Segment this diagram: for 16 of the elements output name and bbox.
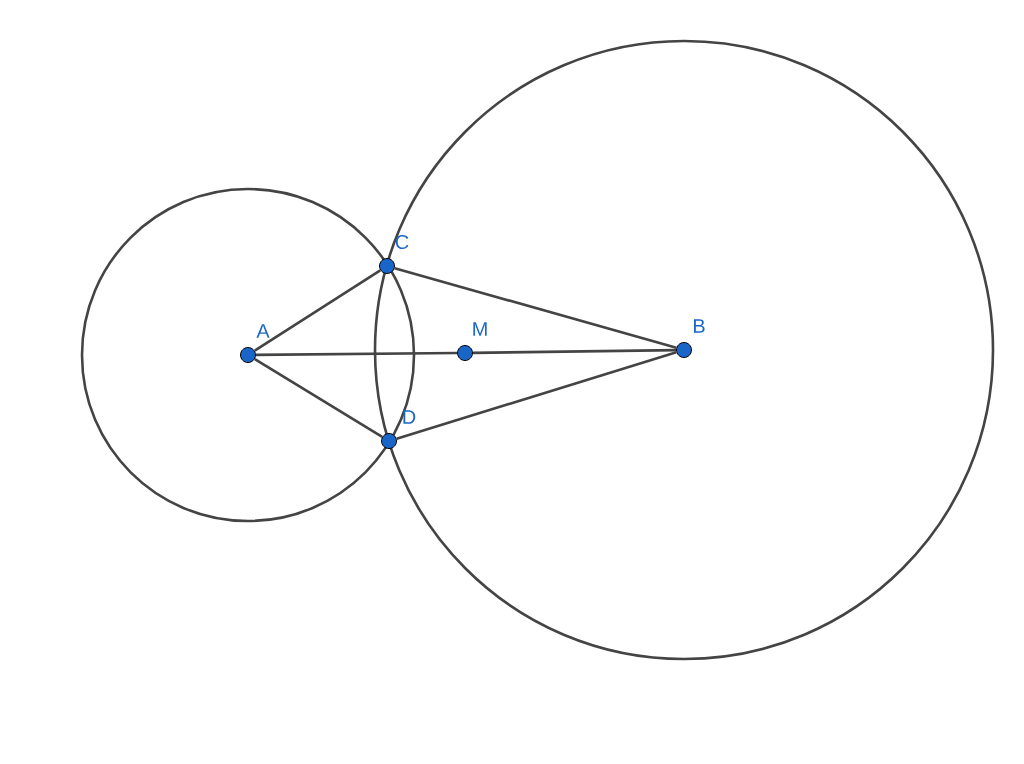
point-label: A [256, 324, 270, 338]
point-label: B [694, 319, 705, 333]
point [381, 433, 397, 449]
point-label: D [403, 410, 416, 424]
segment [396, 351, 677, 440]
segment [254, 269, 381, 352]
point [240, 347, 256, 363]
segment [473, 348, 676, 355]
point [676, 342, 692, 358]
segment [394, 266, 677, 350]
point-label: C [395, 234, 409, 250]
point [457, 345, 473, 361]
segment [256, 351, 458, 357]
point-label: M [473, 322, 487, 336]
segment [254, 358, 383, 438]
point [379, 258, 395, 274]
